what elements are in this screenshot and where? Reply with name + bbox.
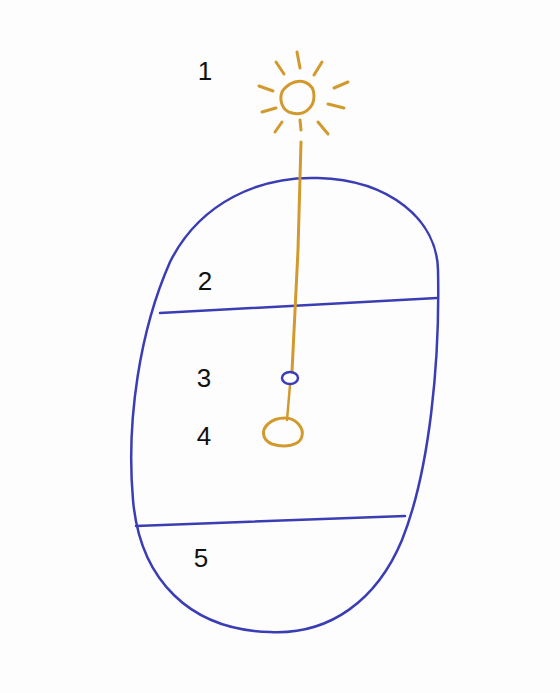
upper-divider bbox=[160, 298, 437, 313]
light-ray bbox=[292, 142, 301, 372]
callout-number: 3 bbox=[197, 365, 211, 391]
sun-rays bbox=[259, 52, 348, 134]
callout-number: 2 bbox=[198, 268, 212, 294]
egg-outline bbox=[131, 178, 438, 632]
callout-number: 5 bbox=[194, 545, 208, 571]
ray-stem bbox=[287, 385, 290, 420]
lower-divider bbox=[136, 516, 405, 526]
callout-number: 4 bbox=[197, 423, 211, 449]
small-blue-circle bbox=[282, 372, 298, 384]
sun-disc bbox=[281, 81, 314, 113]
gold-loop bbox=[263, 418, 302, 446]
callout-number: 1 bbox=[198, 58, 212, 84]
